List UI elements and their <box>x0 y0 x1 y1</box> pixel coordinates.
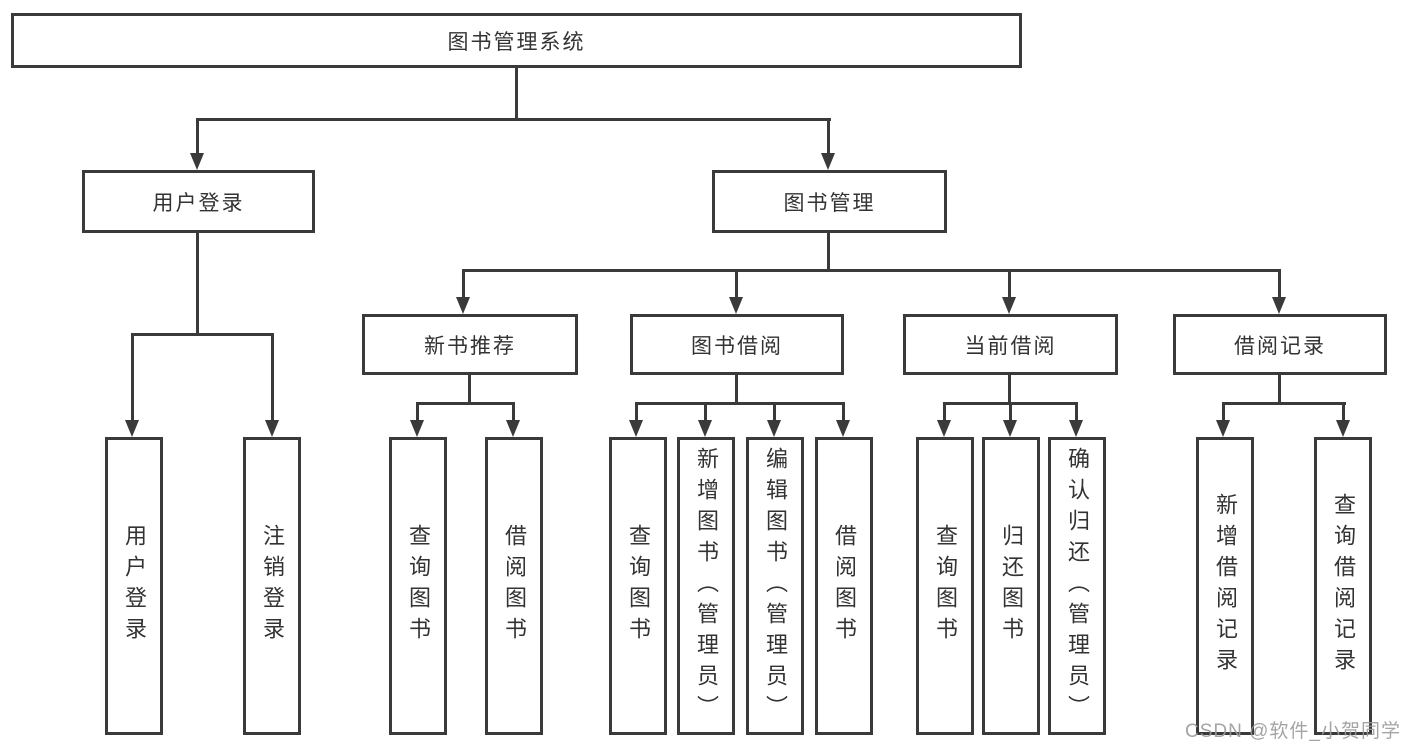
connector-line <box>1009 402 1012 421</box>
leaf-user-login: 用户登录 <box>105 437 163 735</box>
connector-line <box>827 233 830 271</box>
connector-line <box>512 402 515 421</box>
node-book-management: 图书管理 <box>712 170 947 233</box>
connector-line <box>1222 402 1225 421</box>
leaf-add-books-admin: 新增图书（管理员） <box>677 437 735 735</box>
connector-line <box>1008 269 1011 298</box>
leaf-query-books-recommend: 查询图书 <box>389 437 447 735</box>
leaf-borrow-books: 借阅图书 <box>815 437 873 735</box>
node-borrow-records-label: 借阅记录 <box>1234 334 1326 358</box>
node-current-borrow-label: 当前借阅 <box>964 334 1057 358</box>
connector-line <box>462 269 1281 272</box>
leaf-confirm-return-admin-label: 确认归还（管理员） <box>1065 446 1090 726</box>
connector-line <box>131 333 134 421</box>
connector-line <box>468 375 471 404</box>
connector-line <box>1008 375 1011 404</box>
node-root-label: 图书管理系统 <box>447 30 586 54</box>
arrowhead-icon <box>506 420 520 437</box>
arrowhead-icon <box>767 420 781 437</box>
leaf-borrow-books-recommend-label: 借阅图书 <box>502 524 527 648</box>
node-book-management-label: 图书管理 <box>783 191 876 215</box>
connector-line <box>196 118 199 155</box>
arrowhead-icon <box>1216 420 1230 437</box>
watermark: CSDN @软件_小贺同学 <box>1185 721 1401 742</box>
arrowhead-icon <box>821 153 835 170</box>
node-book-borrow-label: 图书借阅 <box>691 334 783 358</box>
arrowhead-icon <box>1069 420 1083 437</box>
arrowhead-icon <box>410 420 424 437</box>
arrowhead-icon <box>698 420 712 437</box>
node-borrow-records: 借阅记录 <box>1173 314 1387 375</box>
leaf-query-borrow-record: 查询借阅记录 <box>1314 437 1372 735</box>
connector-line <box>515 68 518 121</box>
connector-line <box>462 269 465 298</box>
connector-line <box>635 402 638 421</box>
arrowhead-icon <box>125 420 139 437</box>
leaf-query-borrow-record-label: 查询借阅记录 <box>1331 493 1356 679</box>
arrowhead-icon <box>265 420 279 437</box>
leaf-logout-login-label: 注销登录 <box>260 524 285 648</box>
arrowhead-icon <box>456 297 470 314</box>
connector-line <box>704 402 707 421</box>
node-current-borrow: 当前借阅 <box>903 314 1118 375</box>
leaf-confirm-return-admin: 确认归还（管理员） <box>1048 437 1106 735</box>
node-book-borrow: 图书借阅 <box>630 314 844 375</box>
connector-line <box>827 118 830 155</box>
arrowhead-icon <box>937 420 951 437</box>
node-user-login: 用户登录 <box>82 170 315 233</box>
leaf-query-books-current: 查询图书 <box>916 437 974 735</box>
connector-line <box>196 233 199 336</box>
connector-line <box>416 402 419 421</box>
connector-line <box>1278 269 1281 298</box>
arrowhead-icon <box>729 297 743 314</box>
connector-line <box>842 402 845 421</box>
leaf-borrow-books-label: 借阅图书 <box>832 524 857 648</box>
connector-line <box>735 269 738 298</box>
leaf-return-books: 归还图书 <box>982 437 1040 735</box>
arrowhead-icon <box>836 420 850 437</box>
leaf-add-books-admin-label: 新增图书（管理员） <box>694 446 719 726</box>
leaf-return-books-label: 归还图书 <box>999 524 1024 648</box>
leaf-edit-books-admin: 编辑图书（管理员） <box>746 437 804 735</box>
leaf-query-books-recommend-label: 查询图书 <box>406 524 431 648</box>
node-new-book-recommend: 新书推荐 <box>362 314 578 375</box>
leaf-add-borrow-record: 新增借阅记录 <box>1196 437 1254 735</box>
connector-line <box>1342 402 1345 421</box>
connector-line <box>271 333 274 421</box>
arrowhead-icon <box>1272 297 1286 314</box>
connector-line <box>635 402 845 405</box>
leaf-query-books-borrow: 查询图书 <box>609 437 667 735</box>
arrowhead-icon <box>1003 420 1017 437</box>
node-new-book-recommend-label: 新书推荐 <box>424 334 516 358</box>
leaf-add-borrow-record-label: 新增借阅记录 <box>1213 493 1238 679</box>
leaf-user-login-label: 用户登录 <box>122 524 147 648</box>
connector-line <box>416 402 515 405</box>
connector-line <box>131 333 274 336</box>
node-root: 图书管理系统 <box>11 13 1022 68</box>
leaf-borrow-books-recommend: 借阅图书 <box>485 437 543 735</box>
connector-line <box>1278 375 1281 404</box>
connector-line <box>735 375 738 404</box>
leaf-edit-books-admin-label: 编辑图书（管理员） <box>763 446 788 726</box>
leaf-logout-login: 注销登录 <box>243 437 301 735</box>
connector-line <box>773 402 776 421</box>
leaf-query-books-borrow-label: 查询图书 <box>626 524 651 648</box>
arrowhead-icon <box>1002 297 1016 314</box>
connector-line <box>196 118 831 121</box>
arrowhead-icon <box>190 153 204 170</box>
arrowhead-icon <box>629 420 643 437</box>
arrowhead-icon <box>1336 420 1350 437</box>
leaf-query-books-current-label: 查询图书 <box>933 524 958 648</box>
connector-line <box>1222 402 1346 405</box>
connector-line <box>1075 402 1078 421</box>
node-user-login-label: 用户登录 <box>152 191 245 215</box>
connector-line <box>943 402 946 421</box>
